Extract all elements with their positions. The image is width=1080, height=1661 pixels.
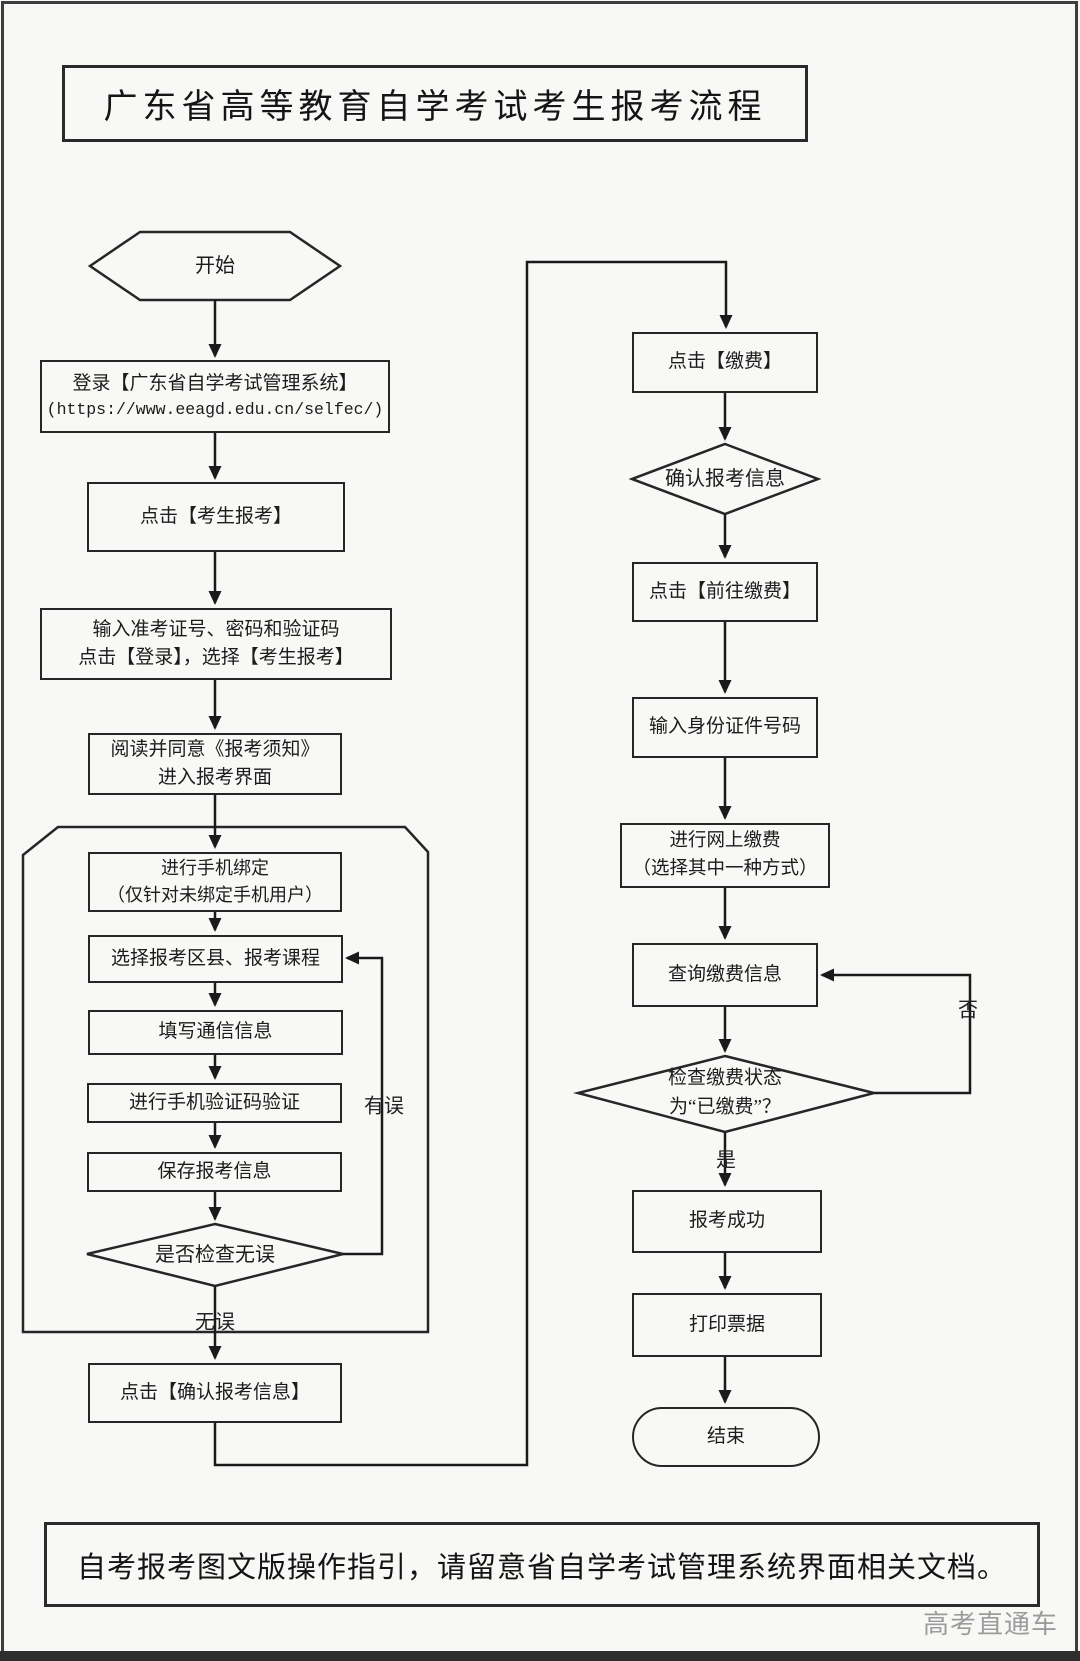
start-hexagon-shape (87, 230, 343, 302)
flow-node-fill-contact-info-text: 填写通信信息 (158, 1021, 273, 1043)
connector-lines (208, 260, 972, 1467)
flow-node-read-notice-line2: 进入报考界面 (157, 767, 272, 788)
edge-label-yes: 是 (716, 1149, 736, 1172)
flow-node-query-payment: 查询缴费信息 (632, 943, 818, 1007)
page-title-text: 广东省高等教育自学考试考生报考流程 (103, 89, 767, 126)
flow-node-login-url: (https://www.eeagd.edu.cn/selfec/) (46, 400, 384, 420)
flow-node-choose-district-courses: 选择报考区县、报考课程 (88, 935, 343, 983)
page-title: 广东省高等教育自学考试考生报考流程 (62, 65, 808, 142)
flow-node-bind-phone-line2: （仅针对未绑定手机用户） (107, 885, 323, 905)
edge-label-error: 有误 (364, 1095, 404, 1118)
footer-note-text: 自考报考图文版操作指引，请留意省自学考试管理系统界面相关文档。 (76, 1551, 1007, 1584)
flow-node-query-payment-text: 查询缴费信息 (667, 963, 782, 985)
flow-node-click-candidate-register-text: 点击【考生报考】 (139, 505, 292, 527)
flow-node-enter-credentials: 输入准考证号、密码和验证码 点击【登录】，选择【考生报考】 (40, 608, 392, 680)
flow-node-online-pay: 进行网上缴费 （选择其中一种方式） (620, 823, 830, 888)
decision-check-correct-label: 是否检查无误 (155, 1244, 275, 1266)
decision-check-payment-line2: 为“已缴费”？ (669, 1096, 781, 1117)
flow-node-go-pay-text: 点击【前往缴费】 (648, 580, 801, 602)
flow-node-end: 结束 (632, 1407, 820, 1467)
flow-node-fill-contact-info: 填写通信信息 (88, 1010, 343, 1055)
flow-node-confirm-info-text: 点击【确认报考信息】 (119, 1381, 310, 1403)
flow-node-click-pay-text: 点击【缴费】 (667, 351, 782, 373)
flow-node-click-pay: 点击【缴费】 (632, 332, 818, 393)
flow-node-save-info: 保存报考信息 (87, 1152, 342, 1192)
flow-node-enter-id-number: 输入身份证件号码 (632, 697, 818, 758)
watermark-text: 高考直通车 (922, 1609, 1058, 1639)
decision-check-payment-label: 检查缴费状态 为“已缴费”？ (668, 1065, 782, 1122)
decision-confirm-info-label: 确认报考信息 (665, 468, 785, 490)
flow-node-enter-credentials-line1: 输入准考证号、密码和验证码 (92, 618, 340, 640)
flow-node-end-text: 结束 (706, 1425, 745, 1447)
flow-node-save-info-text: 保存报考信息 (157, 1160, 272, 1182)
flow-node-enter-id-number-text: 输入身份证件号码 (648, 716, 801, 738)
subprocess-container-outline (21, 825, 430, 1334)
flow-node-go-pay: 点击【前往缴费】 (632, 562, 818, 622)
edge-label-no-error: 无误 (195, 1311, 235, 1334)
flow-node-read-notice: 阅读并同意《报考须知》 进入报考界面 (88, 733, 342, 795)
edge-label-no: 否 (958, 999, 978, 1022)
flow-node-click-candidate-register: 点击【考生报考】 (87, 482, 345, 552)
flow-node-bind-phone-line1: 进行手机绑定 (161, 858, 269, 878)
flow-node-phone-verify: 进行手机验证码验证 (87, 1083, 342, 1123)
flow-node-choose-district-courses-text: 选择报考区县、报考课程 (110, 947, 320, 969)
flow-node-login: 登录【广东省自学考试管理系统】 (https://www.eeagd.edu.c… (40, 360, 390, 433)
flow-node-read-notice-line1: 阅读并同意《报考须知》 (110, 738, 320, 760)
edge-confirm-clickpay (213, 260, 733, 1467)
flow-node-online-pay-line1: 进行网上缴费 (669, 830, 781, 851)
flow-node-register-success: 报考成功 (632, 1190, 822, 1253)
flow-node-print-receipt: 打印票据 (632, 1293, 822, 1357)
flow-node-bind-phone: 进行手机绑定 （仅针对未绑定手机用户） (88, 852, 342, 912)
decision-check-payment-line1: 检查缴费状态 (667, 1067, 783, 1089)
edge-loop-unpaid (820, 968, 972, 1095)
flow-node-start: 开始 (195, 255, 235, 277)
flow-node-confirm-info: 点击【确认报考信息】 (88, 1363, 342, 1423)
flow-node-print-receipt-text: 打印票据 (688, 1313, 765, 1335)
edge-loop-error (343, 951, 384, 1256)
footer-note-box: 自考报考图文版操作指引，请留意省自学考试管理系统界面相关文档。 (44, 1522, 1040, 1607)
flow-node-login-line1: 登录【广东省自学考试管理系统】 (72, 372, 358, 394)
flow-node-phone-verify-text: 进行手机验证码验证 (128, 1091, 300, 1113)
flow-node-enter-credentials-line2: 点击【登录】，选择【考生报考】 (78, 647, 354, 668)
bottom-dark-bar (0, 1651, 1080, 1661)
flow-node-register-success-text: 报考成功 (688, 1210, 765, 1232)
flow-node-online-pay-line2: （选择其中一种方式） (632, 858, 818, 879)
